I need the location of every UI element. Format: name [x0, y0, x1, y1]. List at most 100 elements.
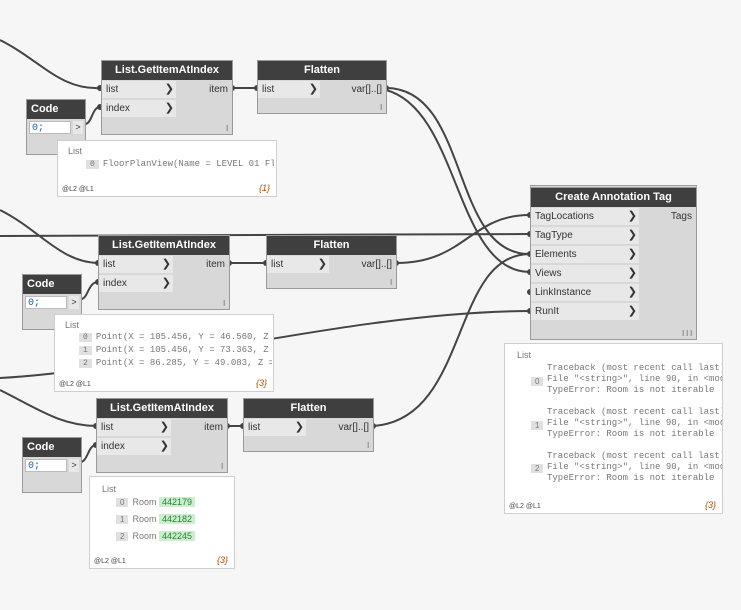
- output-arrow-icon[interactable]: >: [69, 459, 79, 472]
- wire-cb1-get1: [84, 106, 101, 125]
- wire-cb2-get2: [80, 281, 99, 300]
- lacing-indicator: l: [380, 103, 382, 112]
- item-output-port[interactable]: item: [206, 259, 225, 270]
- node-title: Create Annotation Tag: [531, 188, 696, 207]
- elements-input-port[interactable]: Elements❯: [531, 246, 639, 263]
- code-input[interactable]: 0;: [25, 459, 67, 472]
- tags-output-port[interactable]: Tags: [670, 211, 692, 222]
- lacing-indicator: l: [221, 462, 223, 471]
- lacing-indicator: l: [223, 299, 225, 308]
- run-it-input-port[interactable]: RunIt❯: [531, 303, 639, 320]
- traceback-line: TypeError: Room is not iterable: [547, 473, 715, 483]
- flatten-node-3[interactable]: Flatten list❯ var[]..[] l: [243, 398, 374, 452]
- link-instance-input-port[interactable]: LinkInstance❯: [531, 284, 639, 301]
- item-count: {3}: [255, 378, 267, 388]
- tag-locations-input-port[interactable]: TagLocations❯: [531, 208, 639, 225]
- chevron-right-icon: ❯: [317, 258, 327, 270]
- output-arrow-icon[interactable]: >: [69, 296, 79, 309]
- flatten-node-1[interactable]: Flatten list❯ var[]..[] l: [257, 60, 387, 114]
- chevron-right-icon: ❯: [159, 440, 169, 452]
- row-index: 0: [531, 377, 544, 386]
- node-title: List.GetItemAtIndex: [102, 61, 232, 80]
- traceback-line: File "<string>", line 90, in <modu: [547, 418, 722, 428]
- wire-flat1-tag-elements: [385, 87, 531, 256]
- list-input-port[interactable]: list❯: [258, 81, 320, 98]
- traceback-line: File "<string>", line 90, in <modu: [547, 374, 722, 384]
- var-output-port[interactable]: var[]..[]: [351, 84, 382, 95]
- preview-title: List: [68, 146, 83, 156]
- var-output-port[interactable]: var[]..[]: [338, 422, 369, 433]
- preview-title: List: [517, 350, 532, 360]
- chevron-right-icon: ❯: [159, 421, 169, 433]
- list-input-port[interactable]: list❯: [267, 256, 329, 273]
- var-output-port[interactable]: var[]..[]: [361, 259, 392, 270]
- chevron-right-icon: ❯: [627, 267, 637, 279]
- list-levels: @L2 @L1: [62, 186, 94, 193]
- list-input-port[interactable]: list❯: [244, 419, 306, 436]
- list-input-port[interactable]: list❯: [99, 256, 173, 273]
- chevron-right-icon: ❯: [294, 421, 304, 433]
- get-item-at-index-node-1[interactable]: List.GetItemAtIndex list❯ index❯ item l: [101, 60, 233, 135]
- item-count: {1}: [258, 183, 270, 193]
- chevron-right-icon: ❯: [308, 83, 318, 95]
- node-title: Code Block: [23, 275, 81, 309]
- row-index: 2: [531, 464, 544, 473]
- chevron-right-icon: ❯: [627, 286, 637, 298]
- chevron-right-icon: ❯: [627, 248, 637, 260]
- lacing-indicator: l: [226, 124, 228, 133]
- chevron-right-icon: ❯: [161, 258, 171, 270]
- get-item-at-index-node-3[interactable]: List.GetItemAtIndex list❯ index❯ item l: [96, 398, 228, 473]
- list-levels: @L2 @L1: [59, 381, 91, 388]
- node-title: List.GetItemAtIndex: [97, 399, 227, 418]
- item-count: {3}: [216, 555, 228, 565]
- wire-in-get1: [0, 39, 101, 90]
- index-input-port[interactable]: index❯: [99, 275, 173, 292]
- traceback-line: Traceback (most recent call last):: [547, 363, 722, 373]
- wire-in-get3: [0, 389, 97, 427]
- tag-type-input-port[interactable]: TagType❯: [531, 227, 639, 244]
- lacing-indicator: l: [390, 278, 392, 287]
- code-input[interactable]: 0;: [29, 121, 71, 134]
- index-input-port[interactable]: index❯: [97, 438, 171, 455]
- chevron-right-icon: ❯: [164, 102, 174, 114]
- preview-title: List: [102, 484, 117, 494]
- index-input-port[interactable]: index❯: [102, 100, 176, 117]
- wire-get1-tag-views: [385, 89, 531, 273]
- chevron-right-icon: ❯: [627, 229, 637, 241]
- list-levels: @L2 @L1: [94, 558, 126, 565]
- item-output-port[interactable]: item: [204, 422, 223, 433]
- node-title: Flatten: [267, 236, 396, 255]
- chevron-right-icon: ❯: [627, 305, 637, 317]
- chevron-right-icon: ❯: [164, 83, 174, 95]
- wire-long-tagtype: [0, 233, 531, 237]
- flatten-node-2[interactable]: Flatten list❯ var[]..[] l: [266, 235, 397, 289]
- wire-in-get2: [0, 209, 99, 264]
- code-input[interactable]: 0;: [25, 296, 67, 309]
- create-annotation-tag-node[interactable]: Create Annotation Tag TagLocations❯ TagT…: [530, 185, 697, 340]
- traceback-line: Traceback (most recent call last):: [547, 407, 722, 417]
- lacing-indicator: l l l: [682, 329, 692, 338]
- list-input-port[interactable]: list❯: [97, 419, 171, 436]
- item-output-port[interactable]: item: [209, 84, 228, 95]
- code-block-node-1[interactable]: Code Block 0; >: [26, 99, 86, 155]
- chevron-right-icon: ❯: [161, 277, 171, 289]
- views-input-port[interactable]: Views❯: [531, 265, 639, 282]
- traceback-line: Traceback (most recent call last):: [547, 451, 722, 461]
- preview-title: List: [65, 320, 80, 330]
- traceback-line: File "<string>", line 90, in <modu: [547, 462, 722, 472]
- list-input-port[interactable]: list❯: [102, 81, 176, 98]
- list-levels: @L2 @L1: [509, 503, 541, 510]
- code-block-node-3[interactable]: Code Block 0; >: [22, 437, 82, 493]
- node-title: Code Block: [23, 438, 81, 472]
- get-item-at-index-node-2[interactable]: List.GetItemAtIndex list❯ index❯ item l: [98, 235, 230, 310]
- chevron-right-icon: ❯: [627, 210, 637, 222]
- wire-cb3-get3: [79, 444, 97, 463]
- output-arrow-icon[interactable]: >: [73, 121, 83, 134]
